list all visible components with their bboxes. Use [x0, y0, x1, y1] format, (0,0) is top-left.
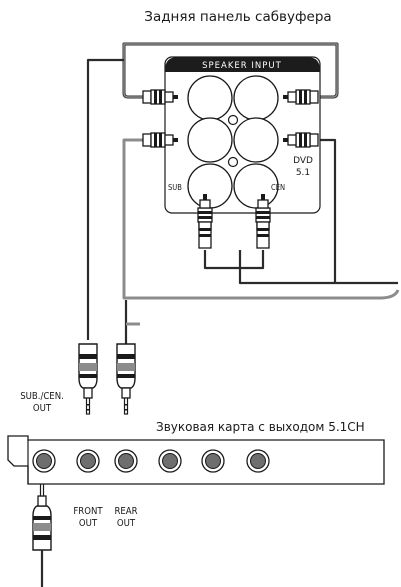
jack-front-left — [187, 75, 233, 121]
jack-cen-label: CEN — [271, 183, 285, 192]
jack-plugs — [32, 343, 136, 587]
cables — [86, 42, 400, 345]
sound-card-bracket — [7, 435, 385, 485]
label-sub-cen-out-2: OUT — [33, 403, 52, 414]
jack-sub-label: SUB — [168, 183, 182, 192]
label-rear-out-2: OUT — [117, 518, 136, 529]
card-port-6 — [246, 449, 270, 473]
rca-plug-rear-left — [142, 132, 179, 148]
jack-front-right — [233, 75, 279, 121]
speaker-input-panel: SPEAKER INPUT SUB CEN DVD 5.1 — [164, 56, 321, 214]
label-front-out-1: FRONT — [73, 506, 103, 517]
diagram-title: Задняя панель сабвуфера — [144, 9, 331, 25]
jack-rear-left — [187, 117, 233, 163]
card-caption: Звуковая карта с выходом 5.1CH — [156, 420, 365, 434]
label-rear-out-1: REAR — [114, 506, 137, 517]
source-label-51: 5.1 — [296, 168, 310, 178]
plug-sub-cen-out — [32, 479, 52, 551]
card-port-front — [76, 449, 100, 473]
card-port-rear — [114, 449, 138, 473]
card-port-4 — [158, 449, 182, 473]
card-port-sub-cen — [32, 449, 56, 473]
rca-plug-rear-right — [282, 132, 319, 148]
rca-plugs — [142, 89, 319, 249]
label-sub-cen-out-1: SUB./CEN. — [20, 391, 64, 402]
card-port-5 — [201, 449, 225, 473]
screw-hole-top — [227, 114, 239, 126]
source-label-dvd: DVD — [293, 156, 313, 166]
jack-rear-right — [233, 117, 279, 163]
screw-hole-mid — [227, 156, 239, 168]
rca-plug-front-left — [142, 89, 179, 105]
label-front-out-2: OUT — [79, 518, 98, 529]
plug-rear-out — [116, 343, 136, 415]
panel-header: SPEAKER INPUT — [202, 61, 282, 71]
rca-plug-front-right — [282, 89, 319, 105]
plug-front-out — [78, 343, 98, 415]
